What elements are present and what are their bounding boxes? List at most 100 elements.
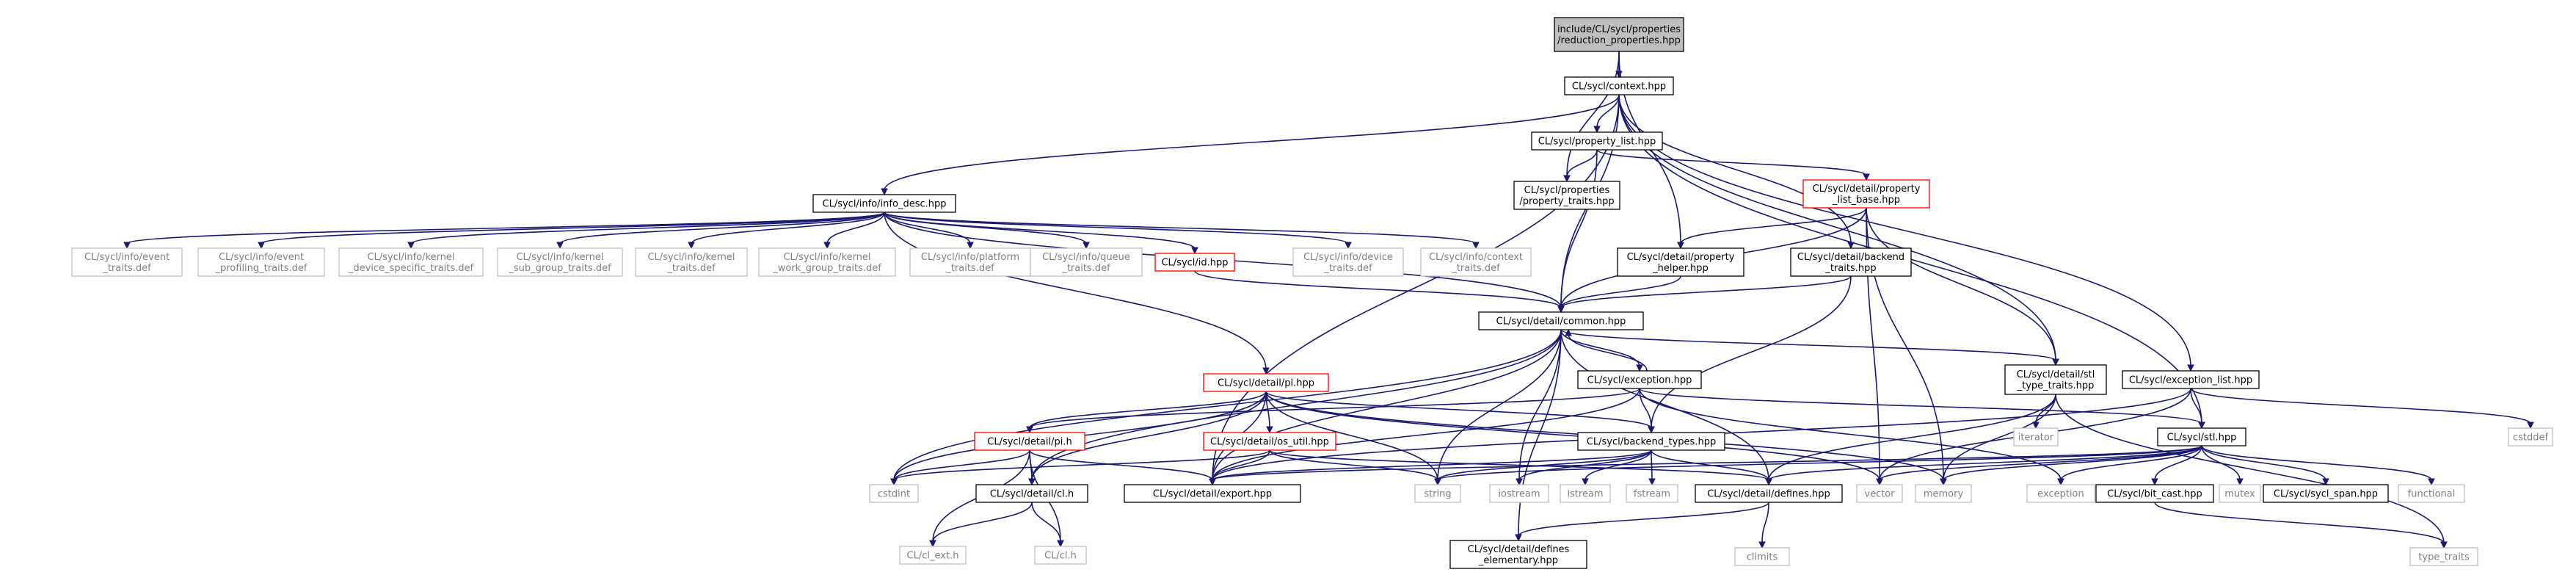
node-sycl_span[interactable]: CL/sycl/sycl_span.hpp — [2263, 484, 2389, 503]
edge-pi_hpp-to-backend_types — [1265, 391, 1652, 429]
node-label-line: CL/sycl/info/queue — [1042, 252, 1130, 263]
edge-context-to-export — [1212, 94, 1620, 481]
node-exception_std: exception — [2026, 484, 2095, 503]
edge-stl_hpp-to-functional — [2201, 445, 2432, 481]
node-cl_h_detail[interactable]: CL/sycl/detail/cl.h — [975, 484, 1088, 503]
node-backend_traits[interactable]: CL/sycl/detail/backend_traits.hpp — [1790, 247, 1912, 277]
arrowhead-exception_list-to-cstddef — [2527, 422, 2534, 430]
edge-pi_h-to-export — [1029, 449, 1213, 481]
node-label-line: CL/sycl/info/kernel — [783, 252, 870, 263]
node-box — [1489, 484, 1549, 503]
node-os_util[interactable]: CL/sycl/detail/os_util.hpp — [1203, 432, 1336, 451]
edge-common-to-stl_type_traits — [1560, 329, 2056, 361]
node-exception_hpp[interactable]: CL/sycl/exception.hpp — [1577, 370, 1702, 389]
edge-stl_hpp-to-string — [1437, 445, 2202, 481]
node-label-line: CL/sycl/detail/defines.hpp — [1707, 489, 1830, 500]
node-exception_list[interactable]: CL/sycl/exception_list.hpp — [2122, 370, 2260, 389]
node-label-line: CL/sycl/detail/backend — [1797, 252, 1904, 263]
edge-property_list-to-common — [1560, 149, 1598, 308]
edge-common-to-export — [1212, 329, 1562, 481]
node-label-line: CL/sycl/properties — [1524, 185, 1610, 196]
arrowhead-property_list-to-property_traits — [1563, 175, 1571, 183]
edge-pi_h-to-cstdint — [893, 449, 1030, 481]
arrowhead-bit_cast-to-type_traits — [2440, 541, 2448, 549]
edge-property_list-to-property_list_base — [1596, 149, 1867, 176]
arrowhead-stl_hpp-to-string — [1434, 478, 1441, 486]
node-label-line: CL/sycl/stl.hpp — [2167, 433, 2237, 444]
node-label-line: _device_specific_traits.def — [348, 263, 474, 274]
node-label-line: CL/sycl/detail/os_util.hpp — [1210, 437, 1329, 448]
edge-pi_hpp-to-cl_h_detail — [1031, 391, 1267, 481]
node-event_traits: CL/sycl/info/event_traits.def — [71, 247, 183, 277]
node-label-line: CL/sycl/info/event — [219, 252, 304, 263]
node-defines[interactable]: CL/sycl/detail/defines.hpp — [1695, 484, 1843, 503]
node-label-line: _traits.def — [666, 263, 716, 274]
node-pi_hpp[interactable]: CL/sycl/detail/pi.hpp — [1203, 373, 1329, 392]
node-backend_types[interactable]: CL/sycl/backend_types.hpp — [1577, 432, 1725, 451]
node-label-line: _list_base.hpp — [1832, 195, 1900, 206]
node-stl_hpp[interactable]: CL/sycl/stl.hpp — [2157, 427, 2246, 446]
edge-stl_hpp-to-export — [1212, 445, 2202, 481]
node-stl_type_traits[interactable]: CL/sycl/detail/stl_type_traits.hpp — [2004, 364, 2107, 395]
node-info_desc[interactable]: CL/sycl/info/info_desc.hpp — [812, 194, 956, 213]
arrowhead-info_desc-to-queue_traits — [1083, 242, 1090, 250]
arrowhead-exception_list-to-stl_hpp — [2198, 422, 2205, 430]
node-box — [1564, 76, 1674, 95]
node-box — [975, 484, 1088, 503]
node-defines_elementary[interactable]: CL/sycl/detail/defines_elementary.hpp — [1449, 540, 1587, 569]
node-box — [338, 247, 484, 277]
arrowhead-pi_hpp-to-os_util — [1266, 426, 1273, 434]
arrowhead-backend_types-to-iostream — [1516, 478, 1523, 486]
edge-property_list_base-to-stl_type_traits — [1866, 207, 2056, 361]
node-label-line: CL/sycl/context.hpp — [1572, 82, 1666, 93]
node-property_list_base[interactable]: CL/sycl/detail/property_list_base.hpp — [1802, 179, 1930, 209]
arrowhead-stl_hpp-to-sycl_span — [2322, 478, 2329, 486]
node-box — [2122, 370, 2260, 389]
node-label-line: CL/cl.h — [1044, 551, 1077, 562]
node-label-line: _traits.def — [1061, 263, 1110, 274]
node-pi_h[interactable]: CL/sycl/detail/pi.h — [974, 432, 1085, 451]
arrowhead-backend_types-to-istream — [1582, 478, 1589, 486]
edge-common-to-cl_h_detail — [1031, 329, 1562, 481]
node-label-line: functional — [2408, 489, 2456, 500]
node-context[interactable]: CL/sycl/context.hpp — [1564, 76, 1674, 95]
node-box — [2026, 484, 2095, 503]
node-export[interactable]: CL/sycl/detail/export.hpp — [1124, 484, 1301, 503]
node-cstdint: cstdint — [869, 484, 919, 503]
edge-property_list_base-to-property_helper — [1680, 207, 1867, 245]
node-label-line: mutex — [2224, 489, 2255, 500]
node-memory: memory — [1915, 484, 1972, 503]
arrowhead-info_desc-to-kernel_sub_group — [556, 242, 564, 250]
edge-exception_hpp-to-stl_hpp — [1639, 388, 2202, 424]
node-iterator: iterator — [2013, 427, 2059, 446]
node-property_list[interactable]: CL/sycl/property_list.hpp — [1531, 131, 1663, 151]
node-box — [1695, 484, 1843, 503]
node-label-line: type_traits — [2418, 552, 2470, 563]
edge-stl_hpp-to-mutex — [2201, 445, 2241, 481]
node-id_hpp[interactable]: CL/sycl/id.hpp — [1154, 253, 1235, 272]
node-label-line: CL/sycl/exception_list.hpp — [2129, 375, 2252, 386]
arrowhead-info_desc-to-event_traits — [123, 242, 131, 250]
arrowhead-stl_hpp-to-functional — [2428, 478, 2435, 486]
node-box — [1734, 547, 1790, 566]
edge-info_desc-to-kernel_sub_group — [559, 211, 885, 245]
node-root[interactable]: include/CL/sycl/properties/reduction_pro… — [1554, 17, 1684, 52]
arrowhead-stl_hpp-to-exception_std — [2057, 478, 2064, 486]
node-label-line: _elementary.hpp — [1478, 555, 1558, 566]
node-property_traits[interactable]: CL/sycl/properties/property_traits.hpp — [1513, 181, 1620, 210]
node-label-line: CL/sycl/info/device — [1303, 252, 1393, 263]
node-box — [71, 247, 183, 277]
edge-common-to-string — [1437, 329, 1562, 481]
node-property_helper[interactable]: CL/sycl/detail/property_helper.hpp — [1617, 247, 1744, 277]
node-label-line: CL/sycl/detail/common.hpp — [1496, 317, 1626, 328]
node-box — [2219, 484, 2261, 503]
node-functional: functional — [2398, 484, 2465, 503]
node-box — [1154, 253, 1235, 272]
node-common[interactable]: CL/sycl/detail/common.hpp — [1478, 311, 1644, 330]
node-bit_cast[interactable]: CL/sycl/bit_cast.hpp — [2095, 484, 2214, 503]
node-box — [2004, 364, 2107, 395]
node-box — [974, 432, 1085, 451]
node-label-line: iostream — [1498, 489, 1540, 500]
arrowhead-stl_hpp-to-defines — [1765, 478, 1772, 486]
arrowhead-info_desc-to-kernel_work_group — [823, 242, 831, 250]
